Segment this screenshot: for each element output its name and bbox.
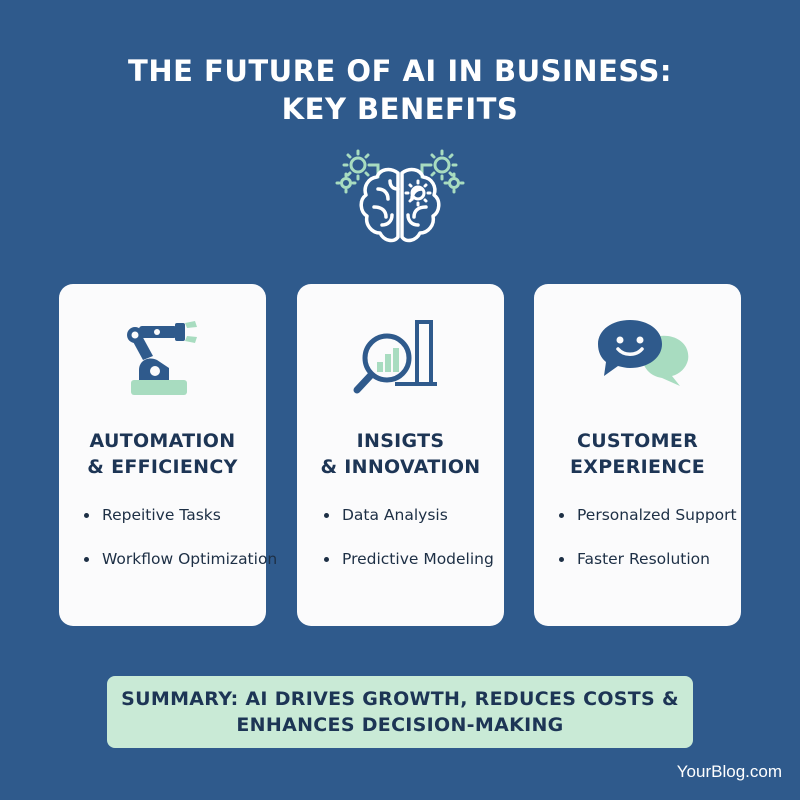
summary-banner: SUMMARY: AI DRIVES GROWTH, REDUCES COSTS… xyxy=(107,676,693,748)
bullet-list: Repeitive Tasks Workflow Optimization xyxy=(84,504,277,592)
list-item-text: Personalzed Support xyxy=(577,506,737,524)
benefit-card-customer: CUSTOMER EXPERIENCE Personalzed Support … xyxy=(534,284,741,626)
list-item-text: Data Analysis xyxy=(342,506,448,524)
list-item: Workflow Optimization xyxy=(84,548,277,592)
brain-gears-icon xyxy=(335,149,465,243)
bullet-dot xyxy=(324,513,329,518)
summary-line-2: ENHANCES DECISION-MAKING xyxy=(236,714,564,736)
list-item: Repeitive Tasks xyxy=(84,504,277,548)
list-item: Personalzed Support xyxy=(559,504,737,548)
bullet-dot xyxy=(84,513,89,518)
list-item-text: Workflow Optimization xyxy=(102,550,278,568)
bullet-list: Personalzed Support Faster Resolution xyxy=(559,504,737,592)
footer-brand: YourBlog.com xyxy=(676,762,782,781)
card-heading: INSIGTS & INNOVATION xyxy=(297,428,504,480)
list-item-text: Faster Resolution xyxy=(577,550,710,568)
list-item: Faster Resolution xyxy=(559,548,737,592)
list-item-text: Predictive Modeling xyxy=(342,550,494,568)
summary-line-1: SUMMARY: AI DRIVES GROWTH, REDUCES COSTS… xyxy=(121,688,679,710)
list-item: Data Analysis xyxy=(324,504,494,548)
card-heading-line-2: & INNOVATION xyxy=(320,456,481,478)
magnifier-chart-icon xyxy=(353,320,437,394)
card-heading-line-2: & EFFICIENCY xyxy=(87,456,238,478)
bullet-dot xyxy=(324,557,329,562)
list-item: Predictive Modeling xyxy=(324,548,494,592)
bullet-dot xyxy=(84,557,89,562)
benefit-card-insights: INSIGTS & INNOVATION Data Analysis Predi… xyxy=(297,284,504,626)
card-heading: AUTOMATION & EFFICIENCY xyxy=(59,428,266,480)
chat-bubbles-icon xyxy=(598,320,689,386)
benefit-card-automation: AUTOMATION & EFFICIENCY Repeitive Tasks … xyxy=(59,284,277,626)
card-heading: CUSTOMER EXPERIENCE xyxy=(534,428,741,480)
card-heading-line-2: EXPERIENCE xyxy=(569,456,706,478)
title-line-2: KEY BENEFITS xyxy=(281,92,519,126)
title-line-1: THE FUTURE OF AI IN BUSINESS: xyxy=(128,54,672,88)
bullet-dot xyxy=(559,513,564,518)
bullet-list: Data Analysis Predictive Modeling xyxy=(324,504,494,592)
card-heading-line-1: AUTOMATION xyxy=(89,430,236,452)
page-title: THE FUTURE OF AI IN BUSINESS: KEY BENEFI… xyxy=(0,52,800,128)
robotic-arm-icon xyxy=(127,321,197,395)
list-item-text: Repeitive Tasks xyxy=(102,506,221,524)
bullet-dot xyxy=(559,557,564,562)
card-heading-line-1: CUSTOMER xyxy=(576,430,699,452)
card-heading-line-1: INSIGTS xyxy=(356,430,445,452)
